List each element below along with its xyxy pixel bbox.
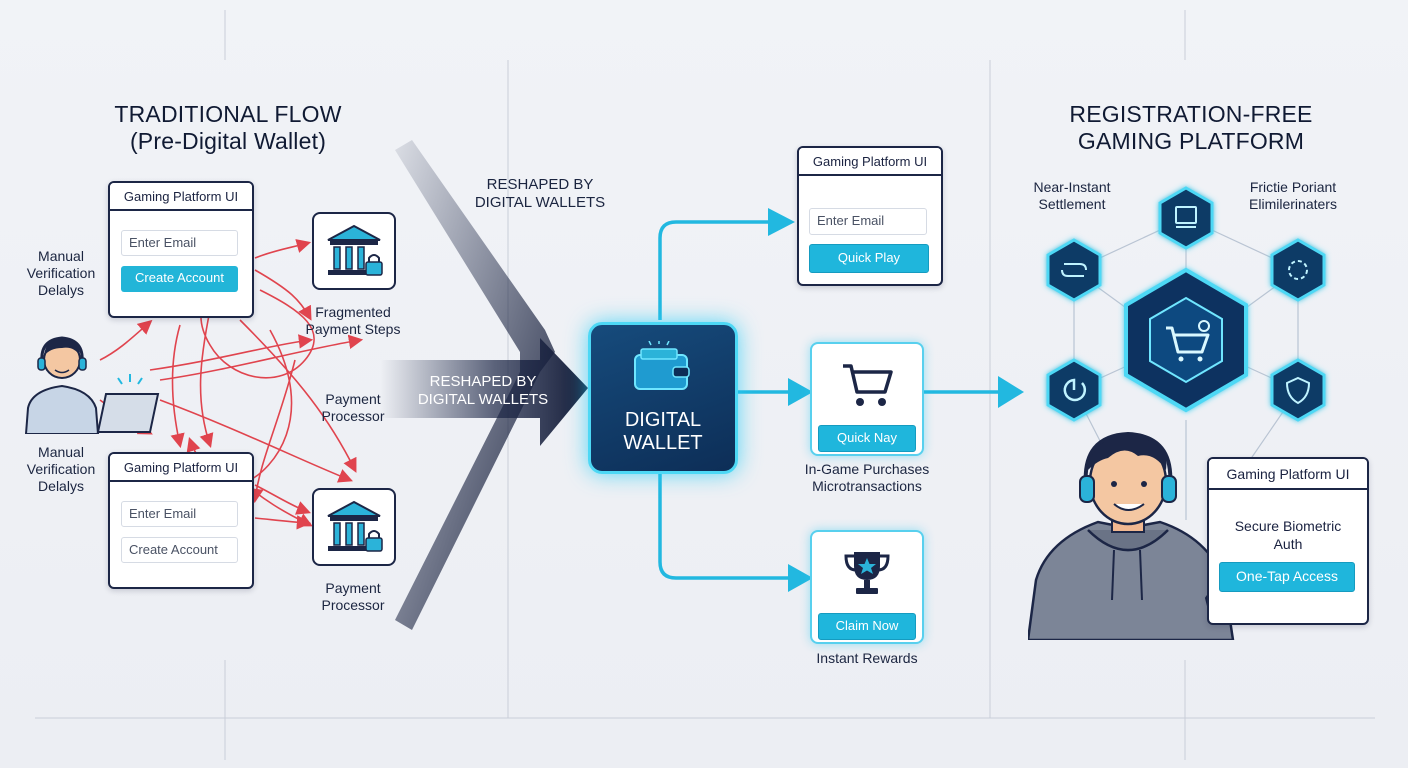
label-line: Near-Instant (1033, 179, 1111, 195)
quick-play-card: Gaming Platform UI Enter Email Quick Pla… (797, 146, 943, 286)
label-line: Settlement (1038, 196, 1106, 212)
manual-verification-label-top: Manual Verification Delalys (20, 248, 102, 299)
title-line-2: (Pre-Digital Wallet) (129, 128, 327, 154)
in-game-purchase-label: In-Game Purchases Microtransactions (784, 461, 950, 495)
title-line-2: GAMING PLATFORM (1077, 128, 1305, 154)
label-line: Processor (321, 408, 385, 424)
scan-icon (1270, 238, 1326, 302)
bank-lock-icon (312, 488, 396, 566)
bank-lock-icon (312, 212, 396, 290)
card-header: Gaming Platform UI (110, 183, 252, 211)
near-instant-settlement-label: Near-Instant Settlement (1012, 179, 1132, 213)
gaming-platform-card-bottom: Gaming Platform UI Enter Email Create Ac… (108, 452, 254, 589)
biometric-text: Secure Biometric Auth (1209, 517, 1367, 553)
fragmented-payment-label: Fragmented Payment Steps (290, 304, 416, 338)
biometric-card: Gaming Platform UI Secure Biometric Auth… (1207, 457, 1369, 625)
instant-reward-card: Claim Now (810, 530, 924, 644)
payment-processor-label-bottom: Payment Processor (306, 580, 400, 614)
one-tap-access-button[interactable]: One-Tap Access (1219, 562, 1355, 592)
in-game-purchase-card: Quick Nay (810, 342, 924, 456)
label-line: WALLET (623, 432, 703, 454)
label-line: DIGITAL (624, 409, 702, 431)
label-line: Payment (325, 391, 381, 407)
email-field[interactable]: Enter Email (121, 230, 238, 256)
wallet-label: DIGITAL WALLET (591, 409, 735, 455)
gaming-platform-card-top: Gaming Platform UI Enter Email Create Ac… (108, 181, 254, 318)
registration-free-title: REGISTRATION-FREE GAMING PLATFORM (1046, 101, 1336, 155)
label-line: Delalys (38, 478, 84, 494)
label-line: Microtransactions (812, 478, 922, 494)
label-line: Fragmented (315, 304, 391, 320)
wallet-flow-lines (658, 220, 1000, 580)
card-header: Gaming Platform UI (110, 454, 252, 482)
label-line: RESHAPED BY (486, 176, 594, 193)
payment-processor-label-mid: Payment Processor (306, 391, 400, 425)
reshaped-label-top: RESHAPED BY DIGITAL WALLETS (450, 176, 630, 212)
label-line: DIGITAL WALLETS (474, 194, 606, 211)
friction-eliminators-label: Frictie Poriant Elimilerinaters (1230, 179, 1356, 213)
label-line: Elimilerinaters (1249, 196, 1337, 212)
refresh-icon (1046, 358, 1102, 422)
label-line: RESHAPED BY (429, 373, 537, 390)
gamer-laptop-illustration (24, 336, 160, 434)
label-line: DIGITAL WALLETS (417, 391, 549, 408)
quick-play-button[interactable]: Quick Play (809, 244, 929, 273)
label-line: Frictie Poriant (1249, 179, 1337, 195)
trophy-icon (844, 552, 890, 594)
create-account-field[interactable]: Create Account (121, 537, 238, 563)
hex-network (1046, 186, 1326, 422)
create-account-button[interactable]: Create Account (121, 266, 238, 292)
shopping-cart-icon (843, 364, 893, 406)
reshaped-arrow-label: RESHAPED BY DIGITAL WALLETS (408, 373, 558, 409)
card-header: Gaming Platform UI (799, 148, 941, 176)
traditional-flow-title: TRADITIONAL FLOW (Pre-Digital Wallet) (88, 101, 368, 155)
monitor-icon (1158, 186, 1214, 250)
label-line: In-Game Purchases (804, 461, 930, 477)
wallet-flow-arrowheads (768, 208, 1024, 592)
email-field[interactable]: Enter Email (809, 208, 927, 235)
label-line: Auth (1273, 536, 1303, 552)
label-line: Manual (38, 444, 84, 460)
quick-pay-button[interactable]: Quick Nay (818, 425, 916, 452)
digital-wallet-hub: DIGITAL WALLET (588, 322, 738, 474)
label-line: Secure Biometric (1234, 518, 1342, 534)
wallet-icon (634, 341, 690, 390)
title-line-1: REGISTRATION-FREE (1069, 101, 1313, 127)
central-cart-hex (1124, 267, 1248, 413)
reshape-chevron (380, 140, 588, 630)
email-field[interactable]: Enter Email (121, 501, 238, 527)
instant-rewards-label: Instant Rewards (816, 650, 918, 666)
label-line: Verification (26, 265, 96, 281)
claim-now-button[interactable]: Claim Now (818, 613, 916, 640)
title-line-1: TRADITIONAL FLOW (114, 101, 342, 127)
label-line: Manual (38, 248, 84, 264)
label-line: Processor (321, 597, 385, 613)
label-line: Verification (26, 461, 96, 477)
label-line: Payment Steps (305, 321, 401, 337)
shield-icon (1270, 358, 1326, 422)
link-icon (1046, 238, 1102, 302)
label-line: Delalys (38, 282, 84, 298)
label-line: Payment (325, 580, 381, 596)
card-header: Gaming Platform UI (1209, 459, 1367, 490)
manual-verification-label-bottom: Manual Verification Delalys (20, 444, 102, 495)
